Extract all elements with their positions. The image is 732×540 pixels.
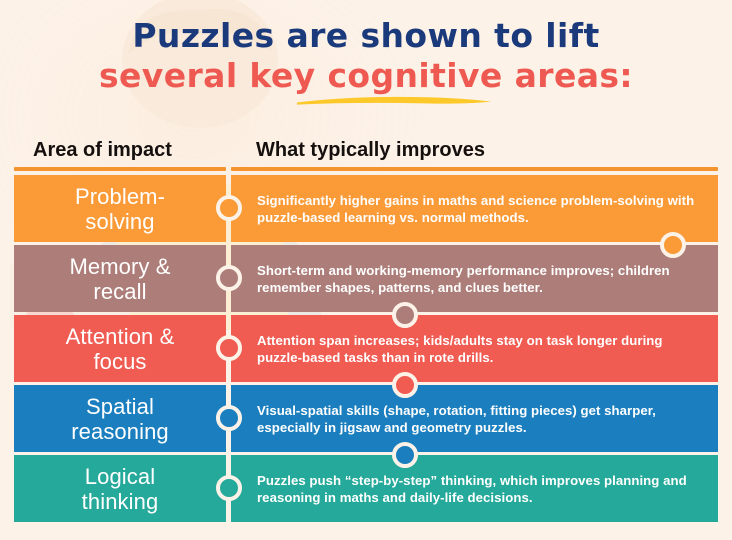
title-line-2: several key cognitive areas: [98,56,634,95]
row-detail-text: Attention span increases; kids/adults st… [257,332,663,365]
title-line-2-wrap: several key cognitive areas: [98,56,634,105]
row-area-cell: Memory &recall [14,245,226,312]
row-detail-text: Significantly higher gains in maths and … [257,192,695,225]
puzzle-knob-icon [392,372,418,398]
puzzle-knob-icon [660,232,686,258]
row-area-cell: Problem-solving [14,175,226,242]
underline-stroke-icon [297,96,491,105]
table-row[interactable]: Attention &focus Attention span increases… [0,315,732,398]
row-detail-cell: Short-term and working-memory performanc… [231,245,718,312]
row-area-cell: Attention &focus [14,315,226,382]
puzzle-knob-icon [216,405,242,431]
row-detail-text: Short-term and working-memory performanc… [257,262,670,295]
column-header-improve: What typically improves [256,139,485,161]
row-area-label: Attention &focus [65,323,175,374]
puzzle-knob-icon [216,195,242,221]
row-detail-cell: Significantly higher gains in maths and … [231,175,718,242]
impact-table: Problem-solving Significantly higher gain… [0,175,732,525]
row-detail-cell: Visual-spatial skills (shape, rotation, … [231,385,718,452]
row-detail-text: Puzzles push “step-by-step” thinking, wh… [257,472,687,505]
column-header-area: Area of impact [33,139,172,161]
puzzle-knob-icon [392,302,418,328]
column-headers: Area of impact What typically improves [0,138,732,174]
row-area-label: Memory &recall [69,253,171,304]
header-rule-left [14,167,226,171]
table-row[interactable]: Memory &recall Short-term and working-mem… [0,245,732,328]
puzzle-knob-icon [216,265,242,291]
title-line-1: Puzzles are shown to lift [132,16,600,55]
puzzle-knob-icon [216,335,242,361]
table-row[interactable]: Problem-solving Significantly higher gain… [0,175,732,258]
puzzle-knob-icon [216,475,242,501]
row-area-label: Problem-solving [74,183,166,234]
row-detail-cell: Puzzles push “step-by-step” thinking, wh… [231,455,718,522]
title-block: Puzzles are shown to lift several key co… [0,0,732,105]
row-detail-text: Visual-spatial skills (shape, rotation, … [257,402,656,435]
header-rule-right [231,167,718,171]
puzzle-knob-icon [392,442,418,468]
row-detail-cell: Attention span increases; kids/adults st… [231,315,718,382]
